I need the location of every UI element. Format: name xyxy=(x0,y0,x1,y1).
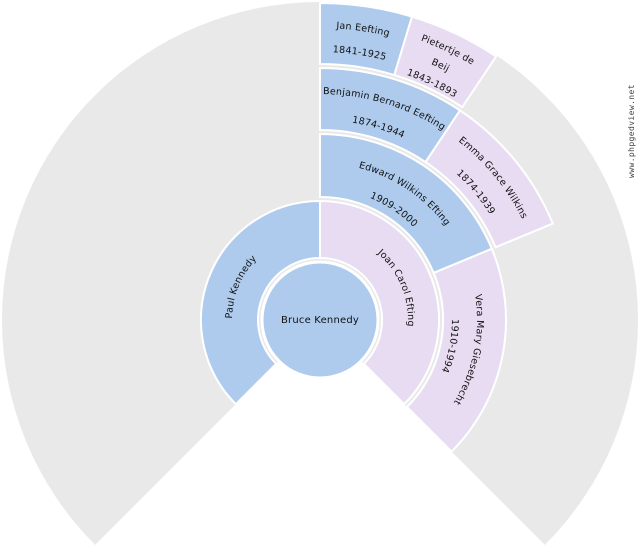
sector-maternal-grandmother[interactable] xyxy=(405,247,507,453)
center-person-disc[interactable] xyxy=(260,260,380,380)
sector-father[interactable] xyxy=(200,199,321,406)
sector-great-grandmother[interactable] xyxy=(424,109,555,249)
center-person-name[interactable]: Bruce Kennedy xyxy=(281,315,359,326)
sector-mother[interactable] xyxy=(319,199,440,406)
phpgedview-watermark: www.phpgedview.net xyxy=(627,84,636,178)
sector-gg-grandmother[interactable] xyxy=(393,15,498,109)
